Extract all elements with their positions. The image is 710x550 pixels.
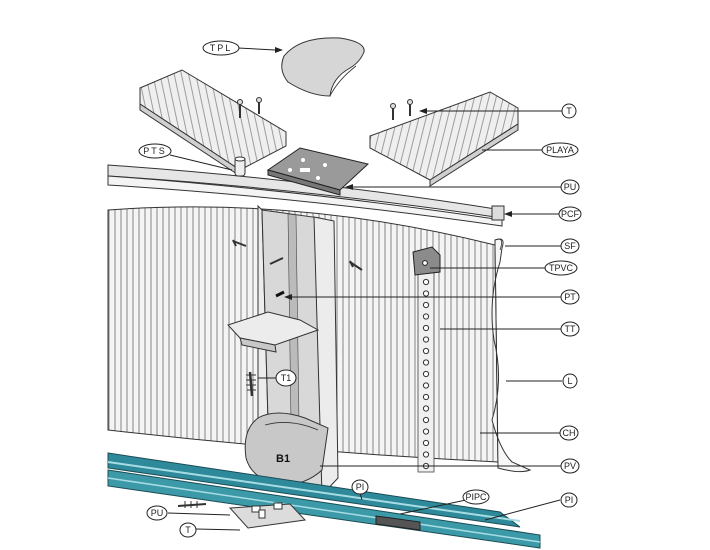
callout-l: L: [562, 373, 578, 389]
top-screw-right-1: [390, 103, 396, 120]
label-pcf: PCF: [561, 209, 580, 219]
label-sf: SF: [564, 241, 576, 251]
label-pts: PTS: [143, 146, 167, 156]
label-pv: PV: [564, 461, 576, 471]
bolt-hole: [422, 313, 430, 320]
bolt-hole: [422, 439, 430, 447]
bolt-hole: [422, 428, 430, 435]
pts-sleeve: [234, 156, 246, 177]
bolt-hole: [422, 347, 430, 355]
b1-boot: [244, 412, 329, 486]
bottom-plate: [228, 502, 307, 529]
label-l: L: [567, 376, 572, 386]
tt-bolt-column: [417, 261, 435, 473]
bolt-hole: [422, 382, 430, 389]
bolt-hole: [422, 278, 430, 286]
bolt-hole: [422, 416, 430, 424]
bottom-track: [107, 452, 541, 549]
label-pi-right: PI: [565, 495, 574, 505]
callout-t1: T1: [275, 369, 297, 387]
label-tpvc: TPVC: [549, 263, 574, 273]
top-screw-left-2: [256, 97, 262, 114]
bottom-screw: [177, 501, 207, 508]
callout-pipc: PIPC: [462, 489, 490, 505]
callout-tt: TT: [560, 321, 580, 337]
callout-ch: CH: [559, 425, 579, 441]
callout-pcf: PCF: [558, 206, 582, 222]
tpl-cap: [281, 37, 365, 97]
top-plate-pu: [266, 147, 370, 196]
right-top-seat-playa: [369, 91, 519, 187]
label-pi-mid: PI: [356, 482, 365, 492]
callout-pu-top: PU: [560, 179, 580, 195]
pt-screw: [275, 290, 285, 298]
callout-t-bottom: T: [179, 522, 197, 538]
top-rail-pcf: [107, 164, 505, 227]
label-ch: CH: [563, 428, 576, 438]
label-pipc: PIPC: [465, 492, 487, 502]
top-screw-right-2: [407, 99, 413, 116]
bolt-hole: [422, 393, 430, 401]
label-t-top: T: [566, 106, 572, 116]
tpvc-clip: [412, 246, 441, 276]
bolt-hole: [422, 336, 430, 343]
label-b1: B1: [276, 453, 290, 465]
wall-screw-right: [349, 260, 363, 271]
callout-pi-mid: PI: [351, 479, 369, 495]
wall-screw-left: [232, 239, 247, 247]
callout-tpvc: TPVC: [544, 260, 578, 276]
label-pu-top: PU: [564, 182, 577, 192]
bolt-hole: [422, 451, 430, 458]
label-pu-bottom: PU: [151, 508, 164, 518]
callout-playa: PLAYA: [541, 142, 579, 158]
t1-screw: [246, 371, 256, 397]
wall-screw-center: [269, 257, 284, 265]
support-bracket: [227, 311, 320, 353]
callout-pu-bottom: PU: [146, 505, 168, 521]
leader-lines: [167, 47, 563, 531]
label-t-bottom: T: [185, 525, 191, 535]
left-top-seat: [139, 69, 287, 177]
bolt-hole: [422, 290, 430, 297]
bolt-hole: [422, 405, 430, 412]
bolt-hole: [422, 370, 430, 378]
liner-sheet: [491, 238, 532, 473]
callout-pi-right: PI: [560, 492, 578, 508]
callout-sf: SF: [560, 238, 580, 254]
callout-pts: PTS: [138, 143, 172, 159]
top-screw-left-1: [237, 99, 243, 118]
callout-pt: PT: [560, 289, 580, 305]
callout-t-top: T: [561, 103, 577, 119]
bolt-hole: [422, 324, 430, 332]
pipc-insert: [375, 515, 421, 531]
bolt-hole: [422, 359, 430, 366]
bolt-hole: [422, 301, 430, 309]
callout-tpl: TPL: [202, 40, 240, 56]
callout-pv: PV: [560, 458, 580, 474]
label-playa: PLAYA: [546, 145, 574, 155]
label-pt: PT: [564, 292, 576, 302]
label-tt: TT: [565, 324, 576, 334]
label-t1: T1: [281, 373, 292, 383]
label-tpl: TPL: [210, 43, 233, 53]
